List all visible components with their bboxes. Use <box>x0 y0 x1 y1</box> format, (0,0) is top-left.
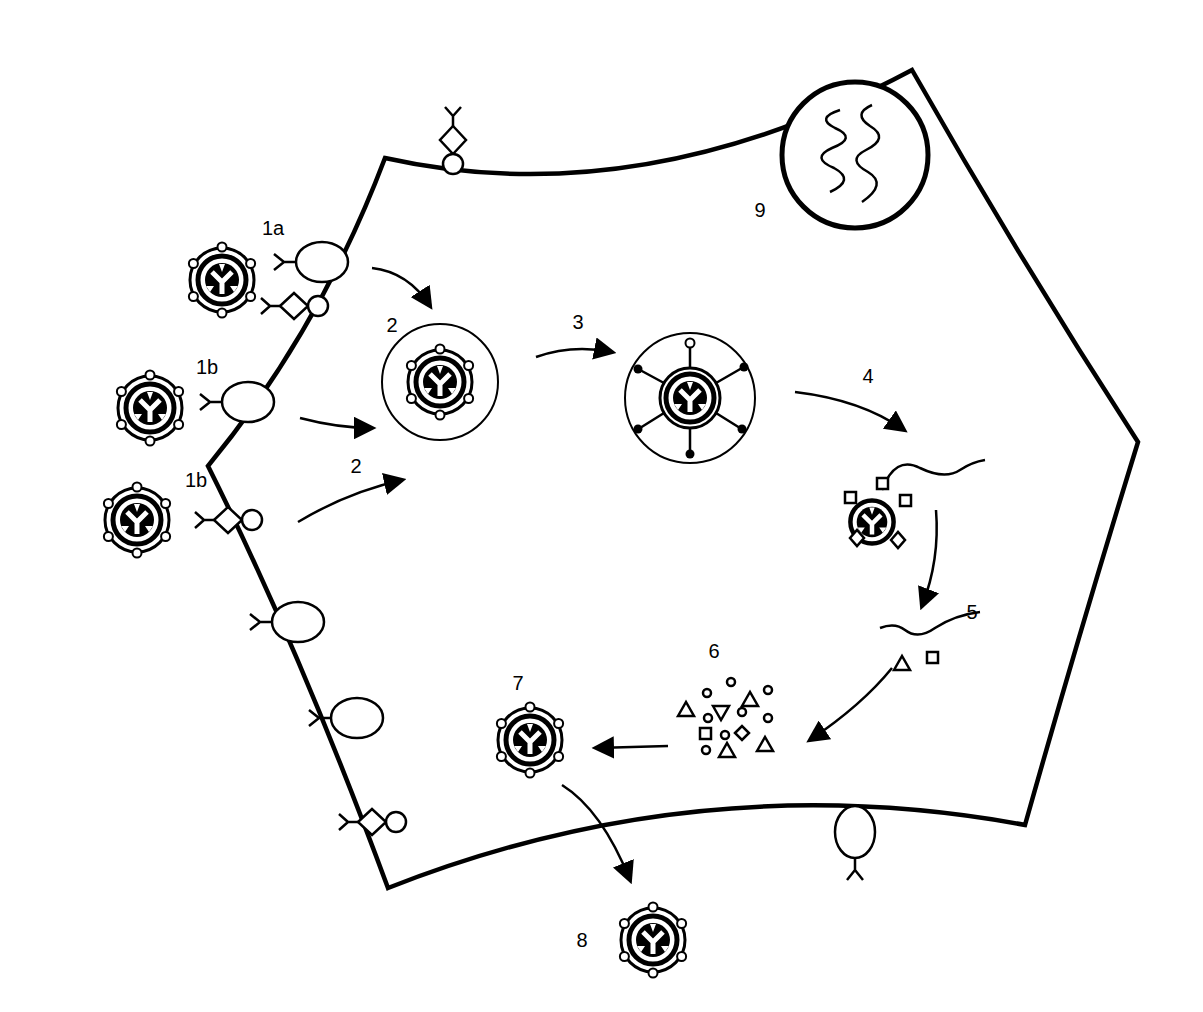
virus-particles <box>104 243 255 558</box>
label-anchor: 3 <box>570 312 585 333</box>
callout-number: 1b <box>183 468 209 492</box>
fusing-virus <box>625 333 755 463</box>
receptors <box>195 107 875 880</box>
callout-number: 1a <box>260 216 286 240</box>
label-anchor: 6 <box>706 641 721 662</box>
callout-number: 2 <box>384 313 399 337</box>
label-anchor: 4 <box>860 366 875 387</box>
callout-number: 1b <box>194 355 220 379</box>
callout-number: 9 <box>752 198 767 222</box>
cell-membrane <box>208 70 1138 888</box>
label-anchor: 8 <box>574 930 589 951</box>
cycle-arrows <box>298 268 937 880</box>
label-anchor: 1b <box>183 470 209 491</box>
callout-number: 7 <box>510 671 525 695</box>
label-anchor: 1a <box>260 218 286 239</box>
label-anchor: 9 <box>752 200 767 221</box>
callout-number: 3 <box>570 310 585 334</box>
label-anchor: 5 <box>964 602 979 623</box>
callout-number: 8 <box>574 928 589 952</box>
callout-number: 4 <box>860 364 875 388</box>
label-anchor: 2 <box>384 315 399 336</box>
new-virions <box>497 703 686 978</box>
callout-number: 5 <box>964 600 979 624</box>
label-anchor: 7 <box>510 673 525 694</box>
label-anchor: 1b <box>194 357 220 378</box>
callout-number: 2 <box>348 454 363 478</box>
nucleus <box>782 82 928 228</box>
uncoating-capsid <box>845 460 985 548</box>
endosome <box>382 324 498 440</box>
callout-number: 6 <box>706 639 721 663</box>
viral-components <box>678 678 773 757</box>
viral-genome <box>880 612 980 670</box>
label-anchor: 2 <box>348 456 363 477</box>
